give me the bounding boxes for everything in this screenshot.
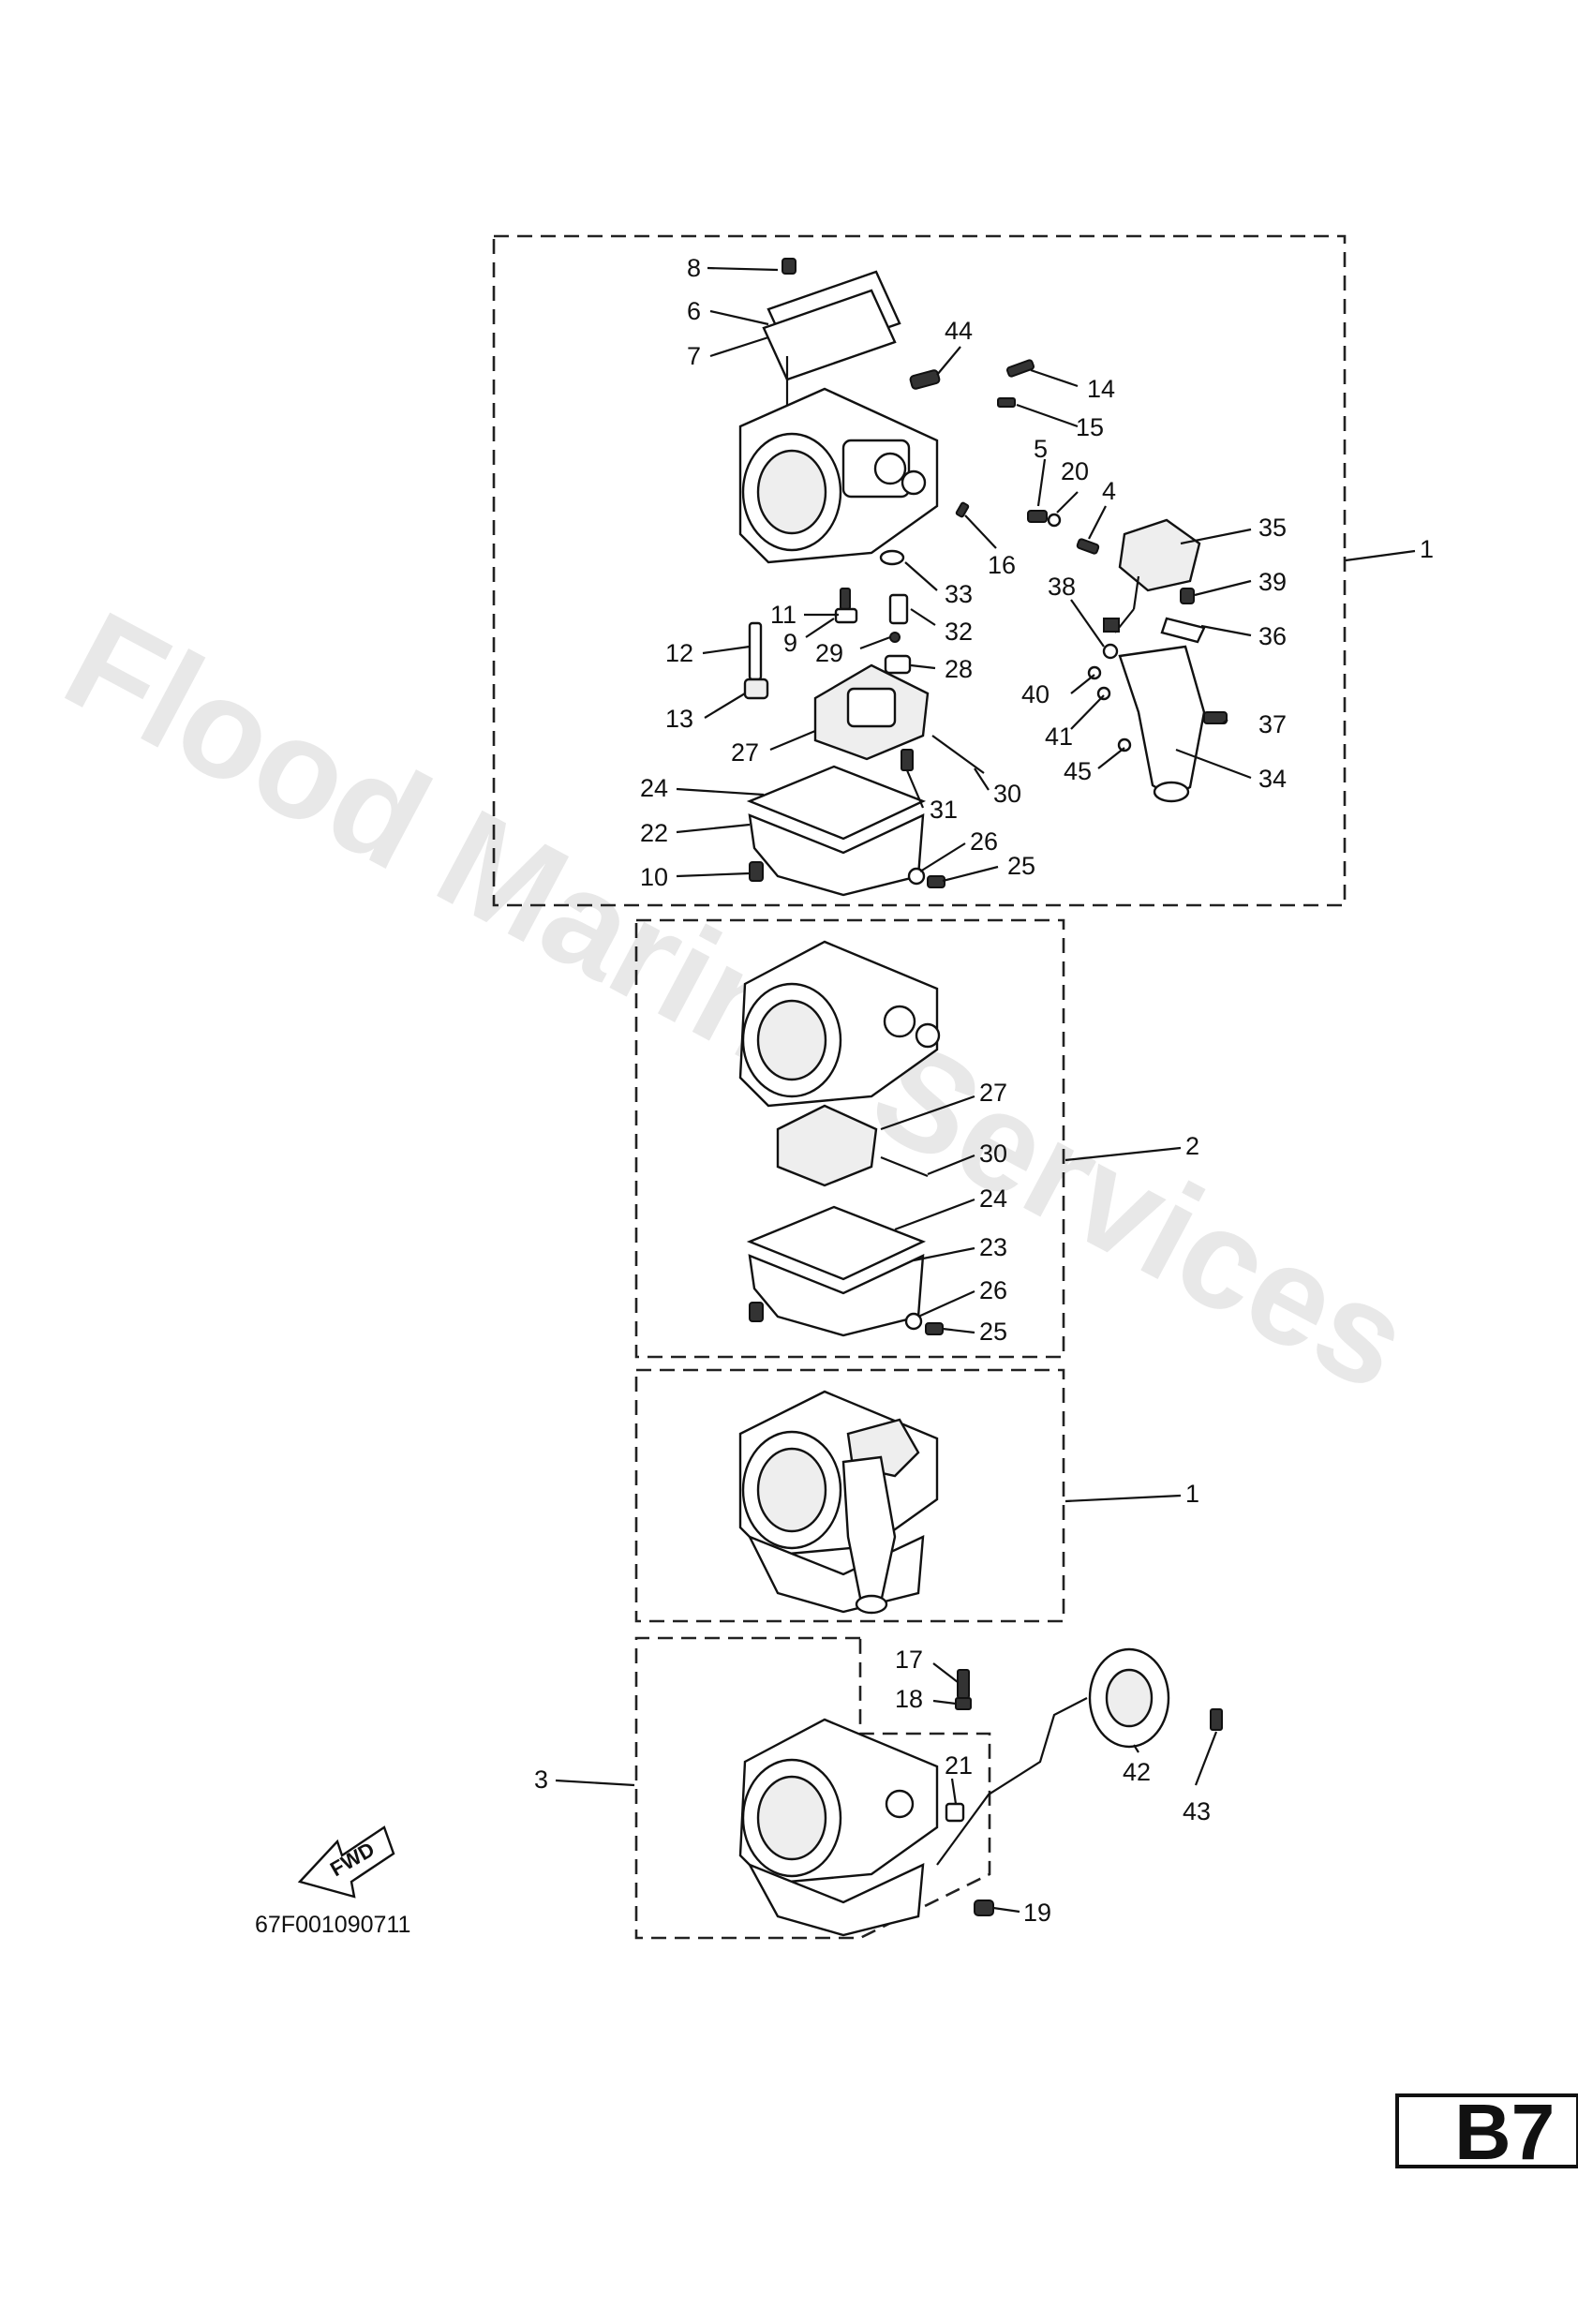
callout-43: 43 [1183, 1797, 1211, 1825]
callout-7: 7 [687, 342, 701, 370]
callout-23: 23 [979, 1233, 1007, 1261]
watermark: Flood Marine Services [42, 581, 1434, 1421]
carburetor-assembly-1 [738, 1390, 939, 1615]
callout-17: 17 [895, 1646, 923, 1674]
callout-5: 5 [1034, 435, 1048, 463]
callout-30-assy2: 30 [979, 1140, 1007, 1168]
callout-36: 36 [1258, 622, 1287, 650]
callout-26-top: 26 [970, 827, 998, 856]
callout-9: 9 [783, 629, 797, 657]
callout-31: 31 [930, 796, 958, 824]
callout-29: 29 [815, 639, 843, 667]
carburetor-top-assembly [738, 258, 1228, 897]
drawing-code: 67F001090711 [255, 1912, 410, 1938]
float-bowl-2 [748, 1254, 925, 1337]
callout-12: 12 [665, 639, 693, 667]
float-bowl-top [748, 813, 925, 897]
assembly-box-1-bottom [634, 1368, 1065, 1623]
callout-41: 41 [1045, 723, 1073, 751]
callout-39: 39 [1258, 568, 1287, 596]
float-2 [776, 1104, 878, 1187]
callout-24-top: 24 [640, 774, 668, 802]
callout-33: 33 [945, 580, 973, 608]
assembly-box-2 [634, 918, 1065, 1359]
callout-42: 42 [1123, 1758, 1151, 1786]
callout-26-assy2: 26 [979, 1276, 1007, 1304]
callout-14: 14 [1087, 375, 1115, 403]
callout-3: 3 [534, 1765, 548, 1794]
callout-6: 6 [687, 297, 701, 325]
callout-20: 20 [1061, 457, 1089, 485]
callout-34: 34 [1258, 765, 1287, 793]
cover-gasket [762, 289, 897, 381]
callout-37: 37 [1258, 710, 1287, 738]
callout-18: 18 [895, 1685, 923, 1713]
callout-25-top: 25 [1007, 852, 1035, 880]
callout-27-top: 27 [731, 738, 759, 767]
callout-30-top: 30 [993, 780, 1021, 808]
carburetor-assembly-3 [738, 1647, 1223, 1937]
choke-solenoid [1118, 518, 1201, 592]
screw-8 [782, 258, 796, 275]
carburetor-assembly-2 [738, 940, 944, 1337]
callout-1-top: 1 [1420, 535, 1434, 563]
leader-lines [555, 266, 1416, 1914]
page-id: B7 [1454, 2088, 1555, 2176]
callout-45: 45 [1064, 757, 1092, 785]
callouts: 8 6 7 44 14 15 5 20 4 35 1 39 38 36 16 3… [534, 254, 1434, 1927]
callout-35: 35 [1258, 514, 1287, 542]
callout-25-assy2: 25 [979, 1318, 1007, 1346]
callout-11: 11 [770, 601, 796, 629]
callout-13: 13 [665, 705, 693, 733]
callout-2: 2 [1185, 1132, 1199, 1160]
callout-44: 44 [945, 317, 973, 345]
callout-24-assy2: 24 [979, 1184, 1007, 1213]
callout-1-bottom: 1 [1185, 1480, 1199, 1508]
bowl-gasket-top [746, 765, 927, 841]
callout-27-assy2: 27 [979, 1079, 1007, 1107]
callout-8: 8 [687, 254, 701, 282]
callout-19: 19 [1023, 1899, 1051, 1927]
callout-4: 4 [1102, 477, 1116, 505]
fwd-arrow: FWD [297, 1825, 395, 1899]
page-id-box [1395, 2093, 1578, 2168]
callout-40: 40 [1021, 680, 1050, 708]
callout-21: 21 [945, 1751, 973, 1780]
callout-15: 15 [1076, 413, 1104, 441]
callout-16: 16 [988, 551, 1016, 579]
assembly-box-1-top [492, 234, 1347, 907]
callout-32: 32 [945, 618, 973, 646]
callout-22: 22 [640, 819, 668, 847]
enrichener-body [1118, 645, 1206, 798]
callout-10: 10 [640, 863, 668, 891]
callout-28: 28 [945, 655, 973, 683]
callout-38: 38 [1048, 573, 1076, 601]
